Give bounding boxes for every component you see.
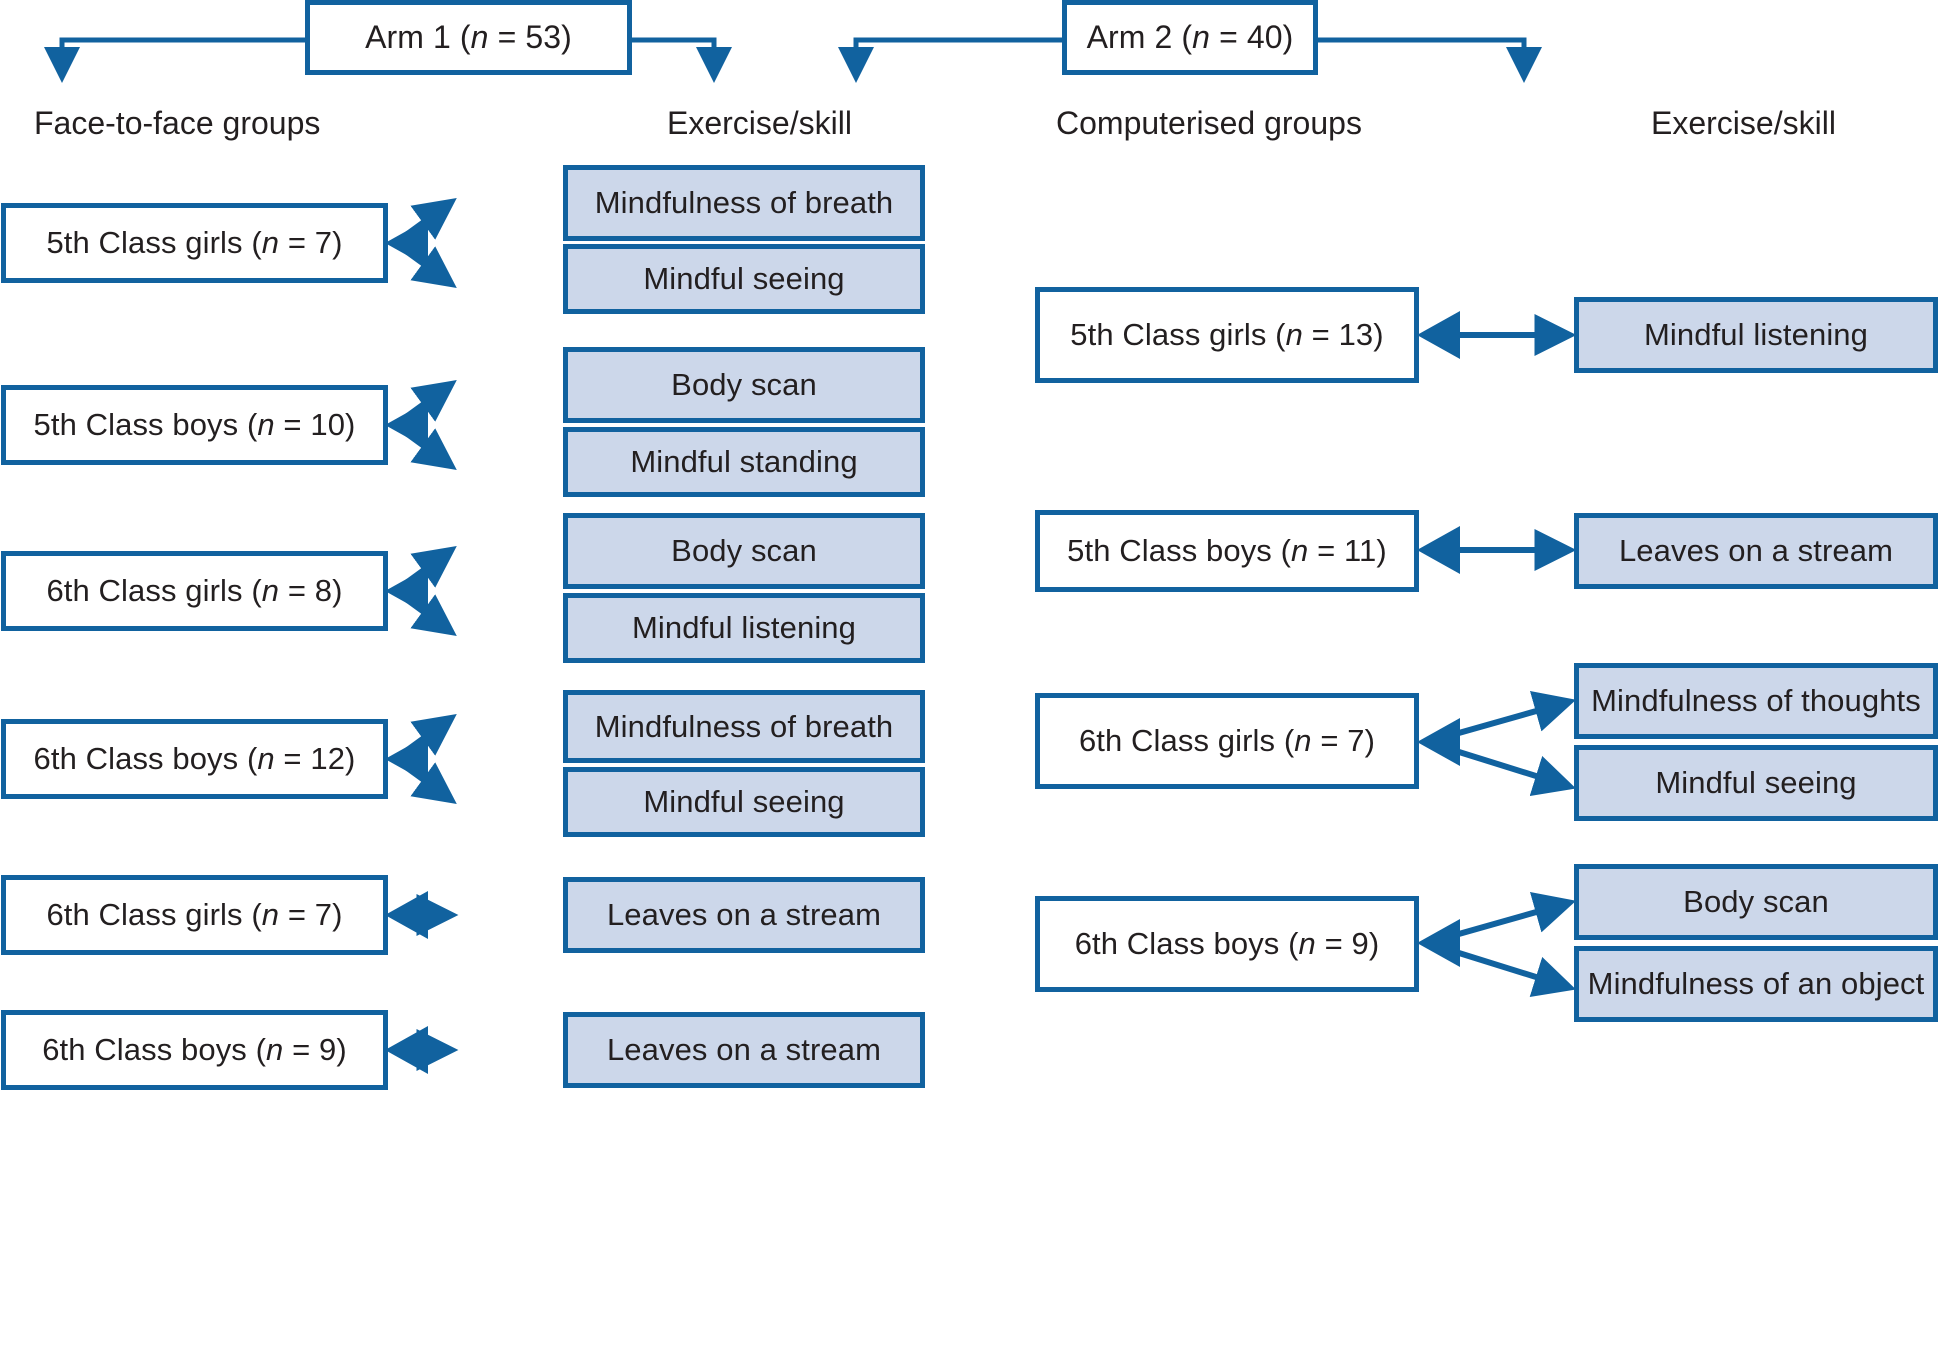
header-computerised-groups: Computerised groups: [1056, 105, 1362, 141]
right-skill-box-4a[interactable]: Body scan: [1574, 864, 1938, 940]
left-group-box-1[interactable]: 5th Class girls (n = 7): [1, 203, 388, 283]
left-skill-box-4a[interactable]: Mindfulness of breath: [563, 690, 925, 763]
arm-1-box[interactable]: Arm 1 (n = 53): [305, 0, 632, 75]
right-group-box-4[interactable]: 6th Class boys (n = 9): [1035, 896, 1419, 992]
left-connectors: [393, 198, 459, 1071]
left-skill-box-6a[interactable]: Leaves on a stream: [563, 1012, 925, 1088]
left-group-label-6: 6th Class boys (n = 9): [42, 1032, 347, 1068]
left-group-label-1: 5th Class girls (n = 7): [46, 225, 343, 261]
left-group-label-5: 6th Class girls (n = 7): [46, 897, 343, 933]
left-skill-box-4b[interactable]: Mindful seeing: [563, 767, 925, 837]
left-group-label-2: 5th Class boys (n = 10): [33, 407, 356, 443]
right-group-label-4: 6th Class boys (n = 9): [1074, 926, 1380, 962]
left-skill-box-2a[interactable]: Body scan: [563, 347, 925, 423]
left-group-box-4[interactable]: 6th Class boys (n = 12): [1, 719, 388, 799]
header-left-exercise-skill: Exercise/skill: [667, 105, 852, 141]
right-skill-box-3b[interactable]: Mindful seeing: [1574, 745, 1938, 821]
right-skill-box-3a[interactable]: Mindfulness of thoughts: [1574, 663, 1938, 739]
right-skill-box-1a[interactable]: Mindful listening: [1574, 297, 1938, 373]
right-group-box-2[interactable]: 5th Class boys (n = 11): [1035, 510, 1419, 592]
right-group-box-1[interactable]: 5th Class girls (n = 13): [1035, 287, 1419, 383]
arm-1-label: Arm 1 (n = 53): [365, 19, 572, 56]
left-group-box-6[interactable]: 6th Class boys (n = 9): [1, 1010, 388, 1090]
left-group-box-2[interactable]: 5th Class boys (n = 10): [1, 385, 388, 465]
right-skill-box-2a[interactable]: Leaves on a stream: [1574, 513, 1938, 589]
arm2-right-stem: [1318, 37, 1527, 50]
right-group-label-1: 5th Class girls (n = 13): [1070, 317, 1384, 353]
left-group-label-3: 6th Class girls (n = 8): [46, 573, 343, 609]
arm1-right-stem: [632, 37, 717, 50]
left-skill-box-1a[interactable]: Mindfulness of breath: [563, 165, 925, 241]
right-group-arrowheads: [1417, 311, 1460, 967]
left-skill-box-3b[interactable]: Mindful listening: [563, 593, 925, 663]
header-face-to-face-groups: Face-to-face groups: [34, 105, 321, 141]
left-group-box-3[interactable]: 6th Class girls (n = 8): [1, 551, 388, 631]
right-group-label-3: 6th Class girls (n = 7): [1078, 723, 1376, 759]
right-connectors: [1426, 314, 1577, 998]
left-skill-box-1b[interactable]: Mindful seeing: [563, 244, 925, 314]
arm2-left-stem: [853, 37, 1062, 50]
left-group-label-4: 6th Class boys (n = 12): [33, 741, 356, 777]
header-right-exercise-skill: Exercise/skill: [1651, 105, 1836, 141]
right-skill-box-4b[interactable]: Mindfulness of an object: [1574, 946, 1938, 1022]
right-group-box-3[interactable]: 6th Class girls (n = 7): [1035, 693, 1419, 789]
arm-2-label: Arm 2 (n = 40): [1086, 19, 1294, 56]
right-group-label-2: 5th Class boys (n = 11): [1067, 533, 1387, 569]
left-skill-box-5a[interactable]: Leaves on a stream: [563, 877, 925, 953]
left-skill-box-2b[interactable]: Mindful standing: [563, 427, 925, 497]
left-skill-box-3a[interactable]: Body scan: [563, 513, 925, 589]
left-group-box-5[interactable]: 6th Class girls (n = 7): [1, 875, 388, 955]
left-group-arrowheads: [385, 219, 428, 1074]
arm-2-box[interactable]: Arm 2 (n = 40): [1062, 0, 1318, 75]
arm1-left-stem: [59, 37, 305, 50]
